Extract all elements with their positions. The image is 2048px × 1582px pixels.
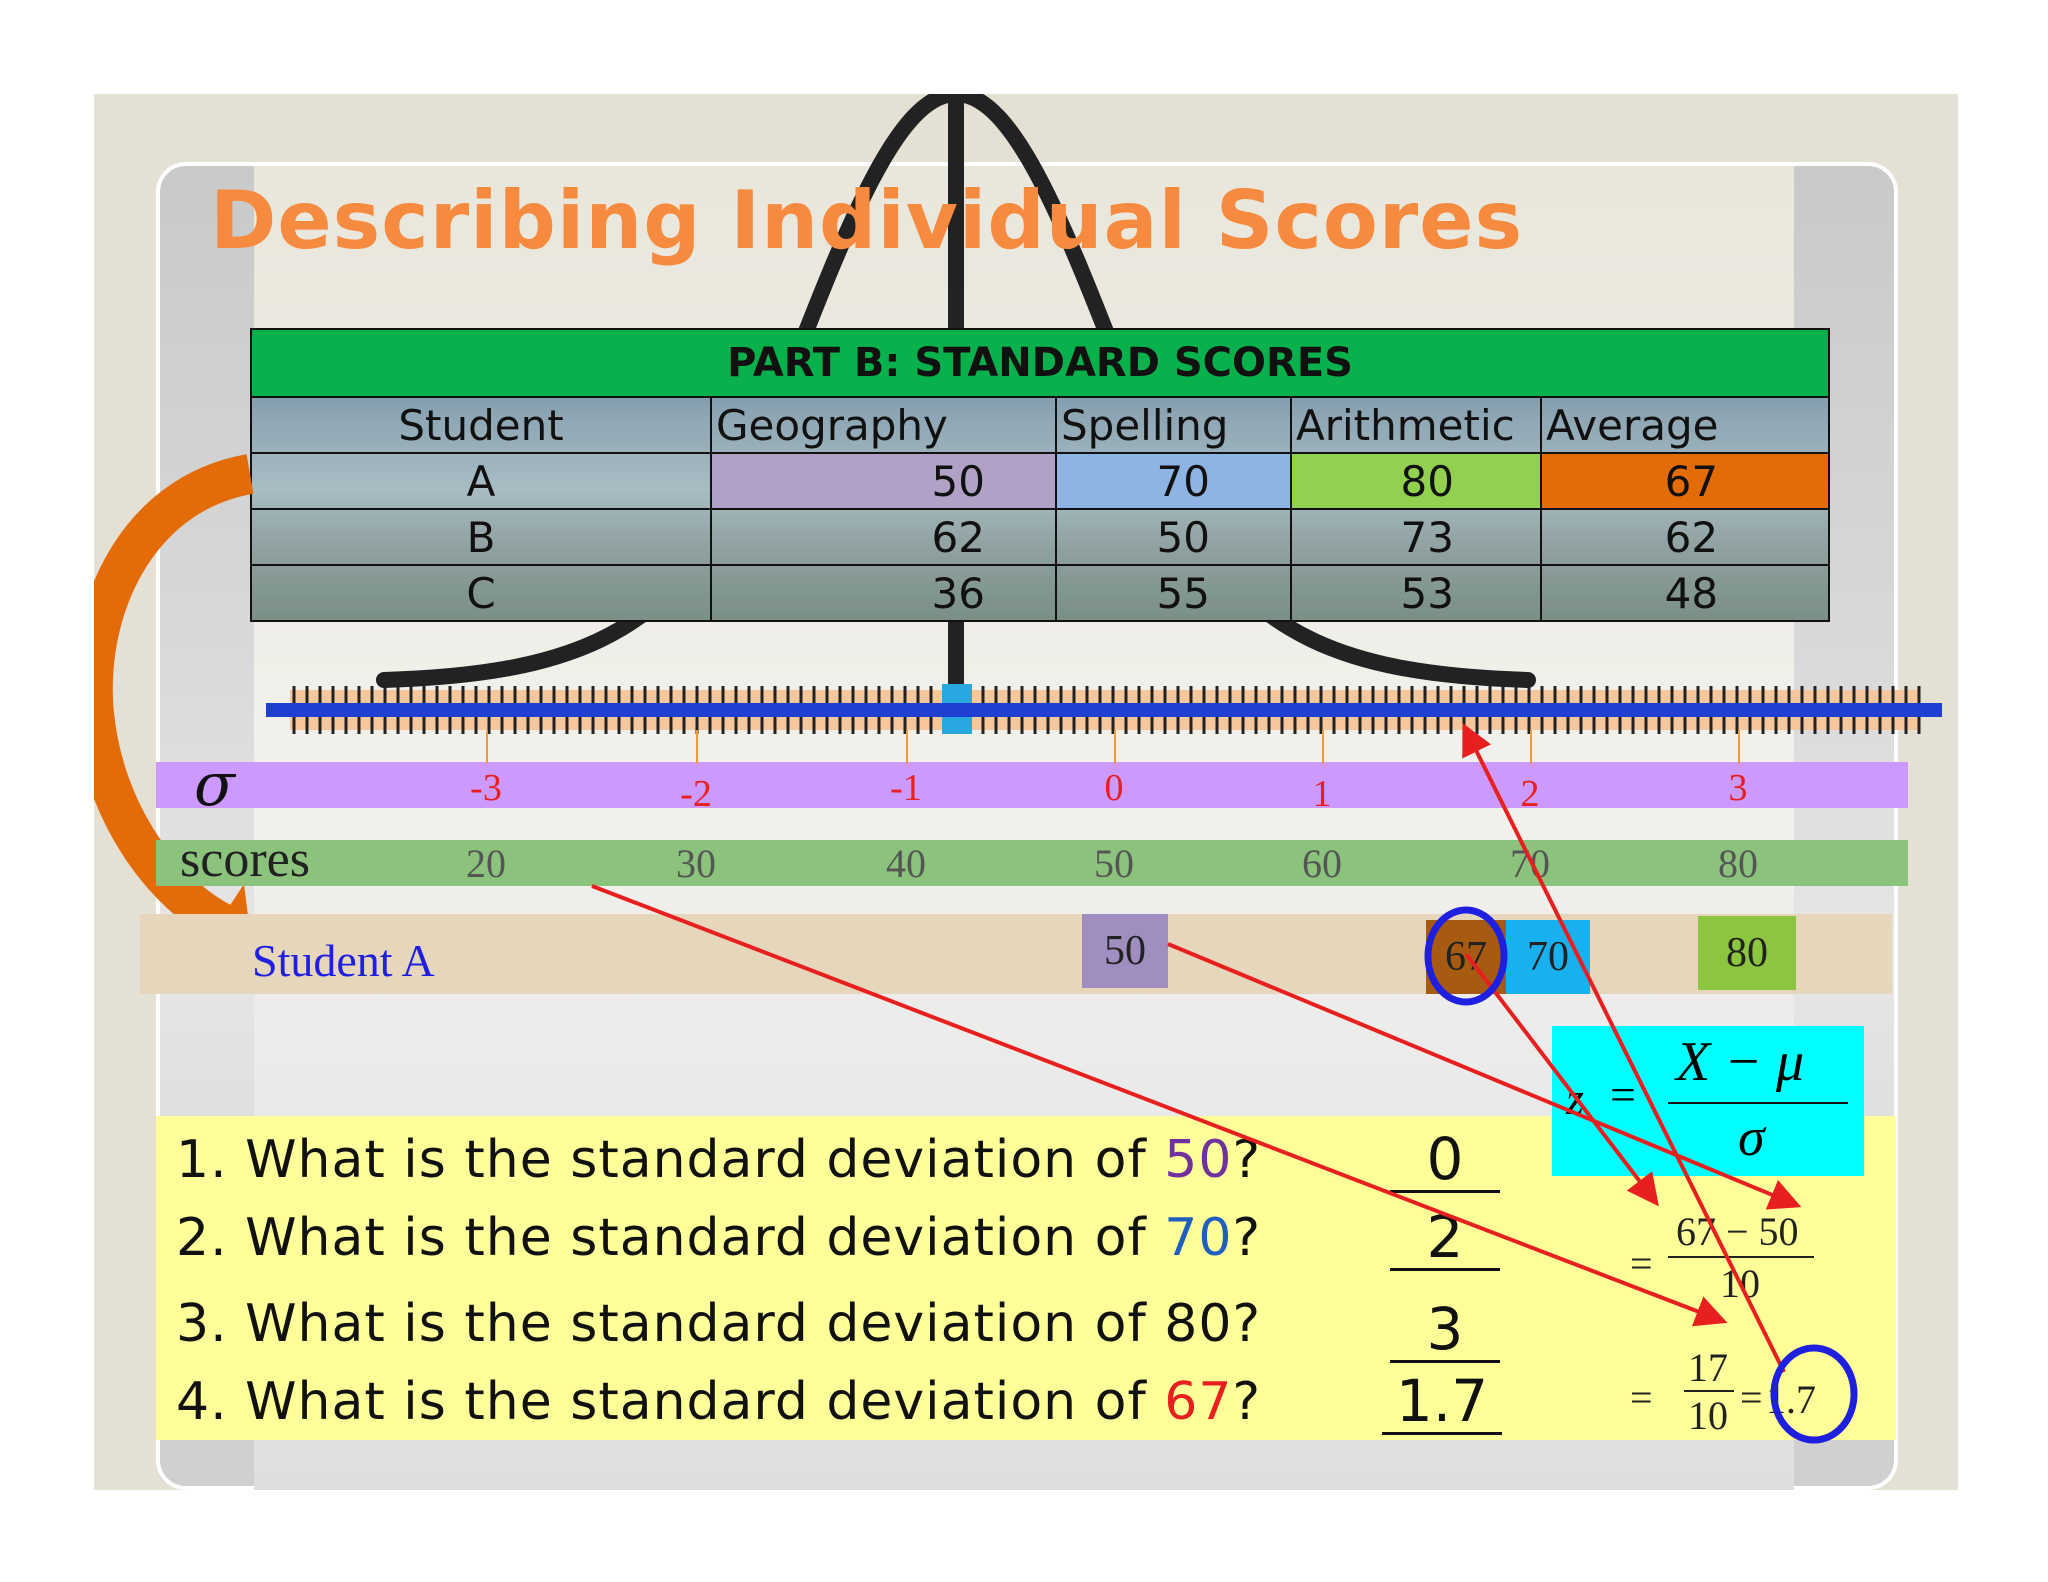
sigma-tick-label: -3 xyxy=(470,767,502,809)
question-3-text: 3. What is the standard deviation of xyxy=(176,1294,1165,1354)
step1-equals: = xyxy=(1630,1241,1653,1286)
score-chip-arithmetic: 80 xyxy=(1698,916,1796,990)
cell-geography: 50 xyxy=(710,452,1057,510)
slide-title: Describing Individual Scores xyxy=(210,174,1524,267)
cell-spelling: 50 xyxy=(1055,508,1292,566)
step2-denominator: 10 xyxy=(1688,1393,1728,1438)
cell-average: 62 xyxy=(1539,508,1831,566)
question-4-value: 67 xyxy=(1164,1372,1233,1432)
sigma-tick-label: -2 xyxy=(680,773,712,815)
cell-spelling: 55 xyxy=(1055,564,1292,622)
scores-band xyxy=(156,840,1908,886)
sigma-tick-mark xyxy=(1114,730,1116,764)
score-tick-label: 30 xyxy=(676,841,716,886)
slide: Describing Individual Scores PART B: STA… xyxy=(94,94,1958,1490)
score-tick-label: 60 xyxy=(1302,841,1342,886)
table-row: A 50 70 80 67 xyxy=(250,452,1831,510)
sigma-symbol: σ xyxy=(194,750,235,820)
cell-average: 48 xyxy=(1539,564,1831,622)
sigma-tick-mark xyxy=(906,730,908,764)
step2-equals-final: = xyxy=(1740,1375,1763,1420)
sigma-tick-mark xyxy=(696,730,698,764)
sigma-tick-label: 3 xyxy=(1728,767,1748,809)
score-chip-average: 67 xyxy=(1426,920,1506,994)
sigma-tick-label: 1 xyxy=(1312,773,1332,815)
question-1-value: 50 xyxy=(1164,1130,1233,1190)
question-4-mark: ? xyxy=(1232,1372,1262,1432)
cell-student: C xyxy=(250,564,712,622)
question-2-value: 70 xyxy=(1164,1208,1233,1268)
cell-student: A xyxy=(250,452,712,510)
table-title: PART B: STANDARD SCORES xyxy=(249,328,1831,398)
sigma-tick-mark xyxy=(1530,730,1532,764)
question-3: 3. What is the standard deviation of 80? xyxy=(176,1294,1261,1354)
step1-fraction-bar xyxy=(1668,1256,1814,1258)
table-title-row: PART B: STANDARD SCORES xyxy=(249,328,1831,398)
sigma-tick-mark xyxy=(1738,730,1740,764)
computed-result: 1.7 xyxy=(1766,1377,1816,1422)
formula-equals: = xyxy=(1610,1069,1636,1120)
cell-arithmetic: 53 xyxy=(1290,564,1542,622)
table-row: C 36 55 53 48 xyxy=(250,564,1831,622)
score-tick-label: 70 xyxy=(1510,841,1550,886)
question-4: 4. What is the standard deviation of 67? xyxy=(176,1372,1261,1432)
column-header-student: Student xyxy=(250,396,712,454)
question-4-text: 4. What is the standard deviation of xyxy=(176,1372,1165,1432)
question-1-text: 1. What is the standard deviation of xyxy=(176,1130,1165,1190)
cell-arithmetic: 73 xyxy=(1290,508,1542,566)
question-1-mark: ? xyxy=(1232,1130,1262,1190)
score-chip-spelling: 70 xyxy=(1506,920,1590,994)
question-2-mark: ? xyxy=(1232,1208,1262,1268)
score-tick-label: 80 xyxy=(1718,841,1758,886)
cell-geography: 36 xyxy=(710,564,1057,622)
table-row: B 62 50 73 62 xyxy=(250,508,1831,566)
question-2: 2. What is the standard deviation of 70? xyxy=(176,1208,1261,1268)
step1-numerator: 67 − 50 xyxy=(1676,1209,1799,1254)
cell-average: 67 xyxy=(1539,452,1831,510)
column-header-arithmetic: Arithmetic xyxy=(1290,396,1542,454)
sigma-band xyxy=(156,762,1908,808)
question-3-value: 80 xyxy=(1164,1294,1233,1354)
column-header-spelling: Spelling xyxy=(1055,396,1292,454)
cell-geography: 62 xyxy=(710,508,1057,566)
question-2-text: 2. What is the standard deviation of xyxy=(176,1208,1165,1268)
score-tick-label: 50 xyxy=(1094,841,1134,886)
column-header-geography: Geography xyxy=(710,396,1057,454)
score-tick-label: 20 xyxy=(466,841,506,886)
sigma-tick-label: -1 xyxy=(890,767,922,809)
answer-2: 2 xyxy=(1390,1206,1500,1271)
cell-student: B xyxy=(250,508,712,566)
column-header-average: Average xyxy=(1539,396,1831,454)
question-1: 1. What is the standard deviation of 50? xyxy=(176,1130,1261,1190)
question-3-mark: ? xyxy=(1232,1294,1262,1354)
standard-scores-table: PART B: STANDARD SCORES Student Geograph… xyxy=(249,328,1831,622)
step2-numerator: 17 xyxy=(1688,1345,1728,1390)
step1-denominator: 10 xyxy=(1720,1261,1760,1306)
table-header-row: Student Geography Spelling Arithmetic Av… xyxy=(250,396,1831,454)
cell-spelling: 70 xyxy=(1055,452,1292,510)
z-formula-box: z = X − μ σ xyxy=(1552,1026,1864,1176)
formula-z: z xyxy=(1566,1073,1584,1124)
score-chip-geography: 50 xyxy=(1082,914,1168,988)
formula-fraction-bar xyxy=(1668,1102,1848,1104)
step2-fraction-bar xyxy=(1684,1390,1734,1392)
score-tick-label: 40 xyxy=(886,841,926,886)
sigma-tick-mark xyxy=(486,730,488,764)
answer-1: 0 xyxy=(1390,1128,1500,1193)
sigma-tick-label: 0 xyxy=(1104,767,1124,809)
bell-curve-graphic xyxy=(266,94,1942,734)
scores-label: scores xyxy=(180,831,310,888)
sigma-tick-mark xyxy=(1322,730,1324,764)
student-a-label: Student A xyxy=(252,935,435,986)
answer-4: 1.7 xyxy=(1382,1370,1502,1435)
formula-numerator: X − μ xyxy=(1676,1031,1805,1093)
formula-denominator: σ xyxy=(1738,1107,1765,1167)
step2-equals: = xyxy=(1630,1375,1653,1420)
answer-3: 3 xyxy=(1390,1298,1500,1363)
sigma-tick-label: 2 xyxy=(1520,773,1540,815)
cell-arithmetic: 80 xyxy=(1290,452,1542,510)
